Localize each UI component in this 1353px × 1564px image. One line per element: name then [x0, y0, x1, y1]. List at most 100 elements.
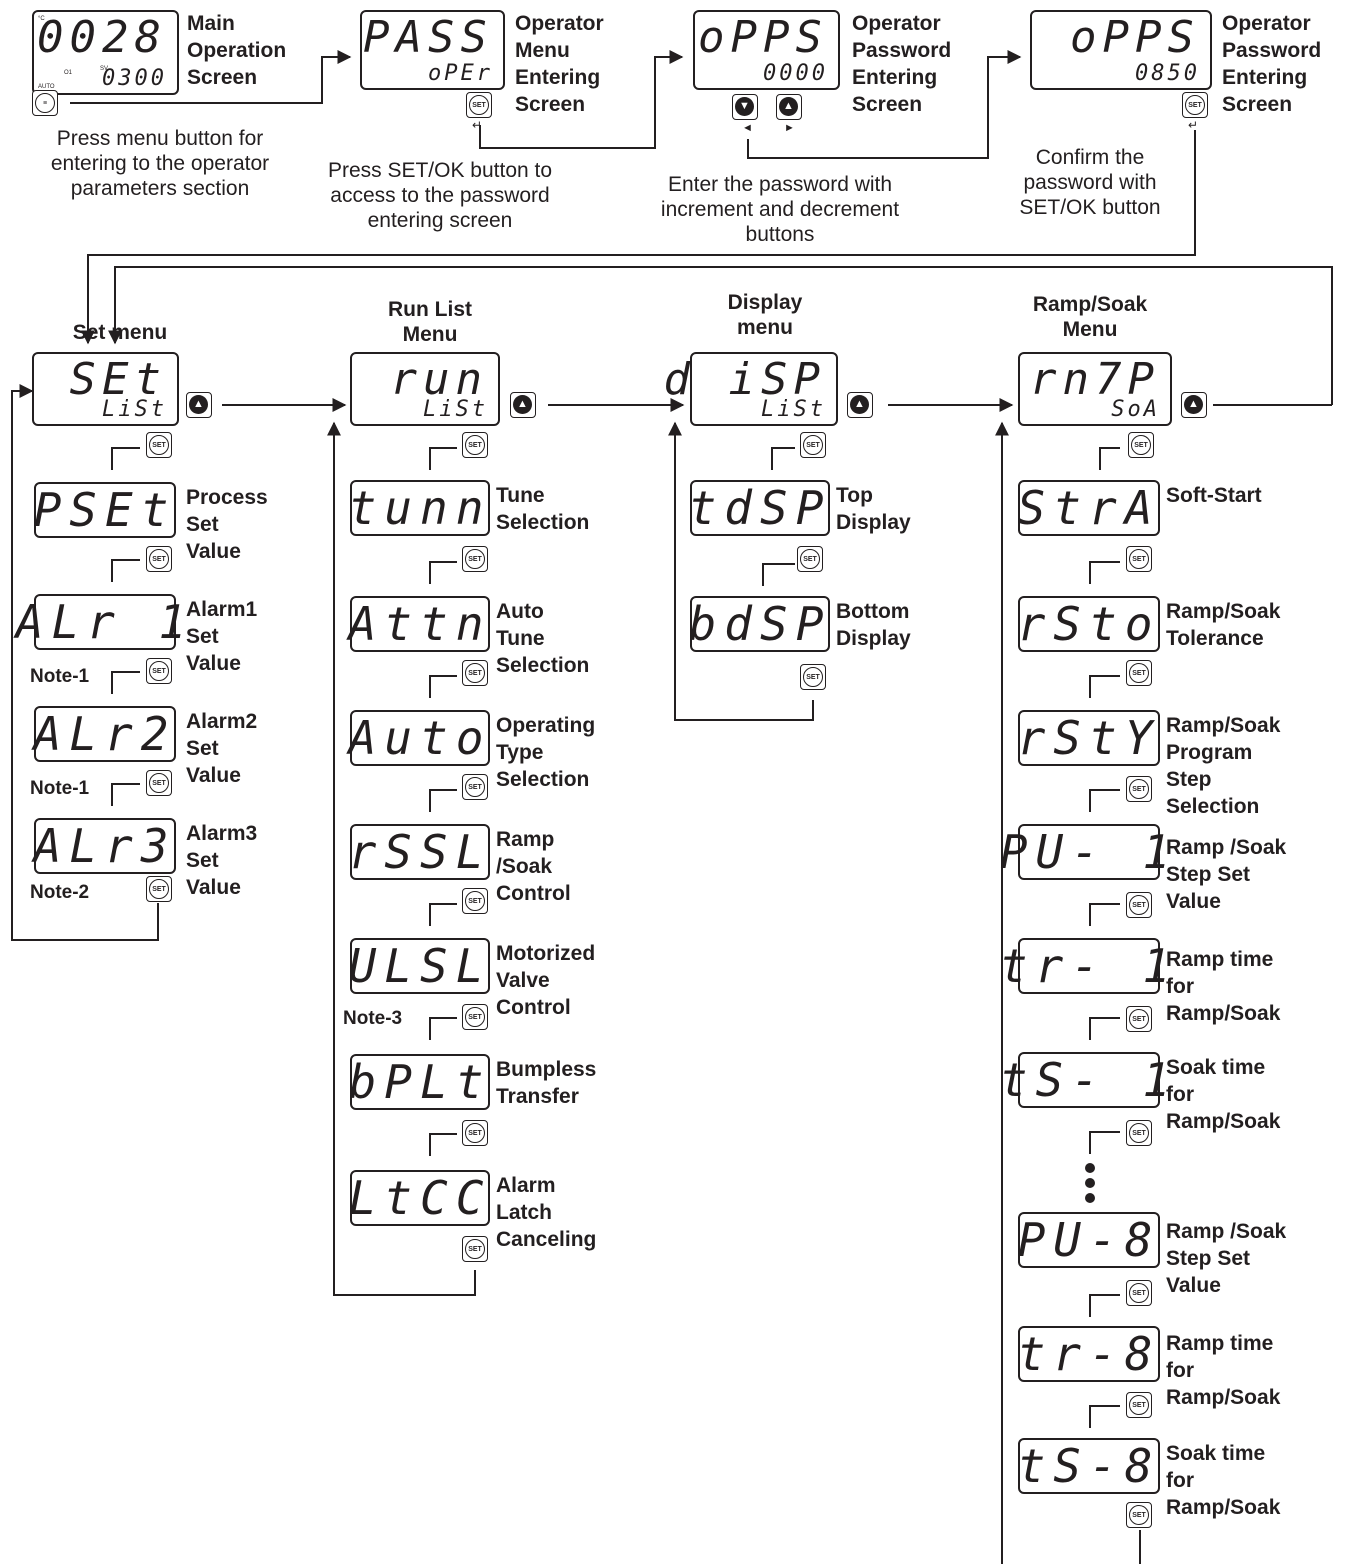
- ramp-menu-up-button[interactable]: ▲: [1181, 392, 1207, 418]
- set-label: SET: [465, 549, 485, 569]
- up-button[interactable]: ▲: [776, 94, 802, 120]
- pset-label: Process Set Value: [186, 486, 268, 563]
- tr1-display: tr- 1: [1000, 938, 1170, 994]
- param-code: rSto: [1017, 597, 1161, 651]
- set-button[interactable]: SET: [1126, 1502, 1152, 1528]
- alr2-display: ALr2: [34, 706, 176, 762]
- set-label: SET: [149, 435, 169, 455]
- param-code: PSEt: [33, 483, 177, 537]
- up-icon: ▲: [1184, 395, 1203, 414]
- set-label: SET: [1129, 779, 1149, 799]
- ltcc-label: Alarm Latch Canceling: [496, 1174, 597, 1251]
- set-button[interactable]: SET: [1126, 546, 1152, 572]
- enter-icon: ↵: [472, 118, 483, 132]
- set-menu-up-button[interactable]: ▲: [186, 392, 212, 418]
- rsto-label: Ramp/Soak Tolerance: [1166, 600, 1281, 650]
- set-button[interactable]: SET: [462, 774, 488, 800]
- ramp-menu-title: Ramp/Soak Menu: [1032, 293, 1148, 341]
- set-button[interactable]: SET: [1126, 892, 1152, 918]
- set-label: SET: [1129, 549, 1149, 569]
- param-code: tS- 1: [999, 1053, 1179, 1107]
- menu-icon: ≡: [35, 93, 55, 113]
- set-label: SET: [149, 661, 169, 681]
- set-button[interactable]: SET: [1128, 432, 1154, 458]
- menu-instruction: Press menu button for entering to the op…: [50, 127, 270, 200]
- tr1-label: Ramp time for Ramp/Soak: [1166, 948, 1281, 1025]
- bplt-display: bPLt: [348, 1054, 492, 1110]
- set-button[interactable]: SET: [1126, 776, 1152, 802]
- tdsp-label: Top Display: [836, 484, 911, 534]
- set-button[interactable]: SET: [1126, 660, 1152, 686]
- set-instruction: Press SET/OK button to access to the pas…: [327, 159, 553, 232]
- run-menu-up-button[interactable]: ▲: [510, 392, 536, 418]
- param-code: bPLt: [348, 1055, 492, 1109]
- note-1: Note-1: [30, 666, 90, 687]
- tunn-display: tunn: [349, 480, 490, 536]
- set-label: SET: [1129, 1123, 1149, 1143]
- set-button[interactable]: SET: [146, 432, 172, 458]
- bdsp-label: Bottom Display: [836, 600, 911, 650]
- set-label: SET: [803, 435, 823, 455]
- set-button[interactable]: SET: [462, 660, 488, 686]
- set-button[interactable]: SET: [800, 432, 826, 458]
- auto-label: Operating Type Selection: [496, 714, 596, 791]
- set-button-confirm[interactable]: SET ↵: [1182, 92, 1208, 131]
- param-code: PU- 1: [999, 825, 1179, 879]
- set-label: SET: [1129, 1009, 1149, 1029]
- set-label: SET: [149, 879, 169, 899]
- attn-label: Auto Tune Selection: [496, 600, 590, 677]
- set-button[interactable]: SET: [797, 546, 823, 572]
- set-button[interactable]: SET: [1126, 1392, 1152, 1418]
- pass-text: PASS: [363, 12, 493, 63]
- param-code: tr-8: [1017, 1327, 1161, 1381]
- rsty-label: Ramp/Soak Program Step Selection: [1166, 714, 1281, 818]
- set-button[interactable]: SET: [462, 546, 488, 572]
- set-button[interactable]: SET: [462, 432, 488, 458]
- up-icon: ▲: [189, 395, 208, 414]
- set-button[interactable]: SET: [462, 1236, 488, 1262]
- set-button[interactable]: SET: [146, 658, 172, 684]
- process-value: 0028: [37, 12, 167, 63]
- set-label: SET: [465, 663, 485, 683]
- password-screen-label-2: Operator Password Entering Screen: [1222, 12, 1322, 116]
- up-icon: ▲: [779, 97, 798, 116]
- down-button[interactable]: ▼: [732, 94, 758, 120]
- oper-text: oPEr: [428, 61, 493, 86]
- set-button[interactable]: SET: [1126, 1006, 1152, 1032]
- password-display-2: oPPS 0850: [1030, 10, 1212, 90]
- ts8-label: Soak time for Ramp/Soak: [1166, 1442, 1281, 1519]
- set-button[interactable]: SET ↵: [466, 92, 492, 131]
- stra-label: Soft-Start: [1166, 484, 1262, 507]
- set-label: SET: [1129, 895, 1149, 915]
- note-2: Note-2: [30, 882, 90, 903]
- param-code: Auto: [348, 711, 492, 765]
- rssl-display: rSSL: [349, 824, 490, 880]
- menu-button[interactable]: ≡: [32, 90, 58, 116]
- set-label: SET: [465, 891, 485, 911]
- menu-code: d iSP: [663, 354, 826, 405]
- rssl-label: Ramp /Soak Control: [496, 828, 571, 905]
- ltcc-display: LtCC: [349, 1170, 490, 1226]
- set-button[interactable]: SET: [146, 876, 172, 902]
- set-button[interactable]: SET: [462, 1004, 488, 1030]
- menu-code: rn7P: [1030, 354, 1160, 405]
- set-button[interactable]: SET: [1126, 1120, 1152, 1146]
- unit-indicator: °C: [38, 16, 45, 22]
- set-button[interactable]: SET: [462, 888, 488, 914]
- set-button[interactable]: SET: [146, 770, 172, 796]
- param-code: ALr 1: [15, 595, 195, 649]
- set-label: SET: [465, 1239, 485, 1259]
- alr1-label: Alarm1 Set Value: [186, 598, 258, 675]
- set-button[interactable]: SET: [800, 664, 826, 690]
- menu-sub: SoA: [1111, 397, 1160, 422]
- tr8-display: tr-8: [1018, 1326, 1160, 1382]
- menu-sub: LiSt: [102, 397, 167, 422]
- password-screen-label-1: Operator Password Entering Screen: [852, 12, 952, 116]
- o1-indicator: O1: [64, 70, 73, 76]
- set-button[interactable]: SET: [146, 546, 172, 572]
- display-menu-up-button[interactable]: ▲: [847, 392, 873, 418]
- opps-text: oPPS: [1070, 12, 1200, 63]
- set-button[interactable]: SET: [462, 1120, 488, 1146]
- set-button[interactable]: SET: [1126, 1280, 1152, 1306]
